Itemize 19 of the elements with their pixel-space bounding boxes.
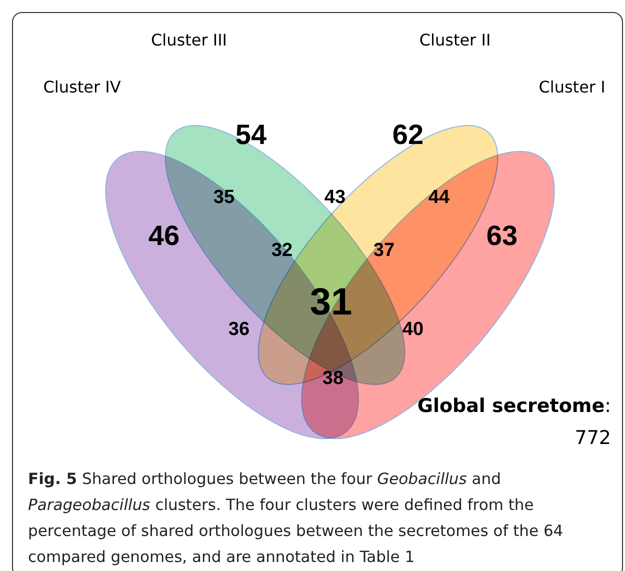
- count-label: 32: [271, 240, 293, 262]
- count-label: 44: [428, 187, 450, 209]
- count-label: 38: [322, 368, 344, 390]
- count-label: 35: [213, 187, 235, 209]
- count-label: 31: [310, 282, 352, 324]
- count-label: 36: [228, 319, 250, 341]
- set-label: Cluster IV: [43, 78, 121, 96]
- count-label: 54: [235, 119, 267, 151]
- total-label: Global secretome: 772: [416, 394, 611, 451]
- count-label: 40: [402, 319, 424, 341]
- count-label: 43: [324, 187, 346, 209]
- figure-caption: Fig. 5 Shared orthologues between the four Geobacillus and Parageobacillus clusters. The four clusters were defined from the percentage of shared orthologues between the secretomes of the 64 compared genomes, and are annotated in Table 1: [28, 469, 564, 568]
- count-label: 63: [486, 220, 518, 252]
- count-label: 62: [392, 119, 424, 151]
- set-label: Cluster II: [419, 30, 491, 50]
- set-label: Cluster III: [150, 30, 228, 50]
- count-label: 37: [373, 240, 395, 262]
- set-label: Cluster I: [538, 78, 606, 96]
- count-label: 46: [148, 220, 180, 252]
